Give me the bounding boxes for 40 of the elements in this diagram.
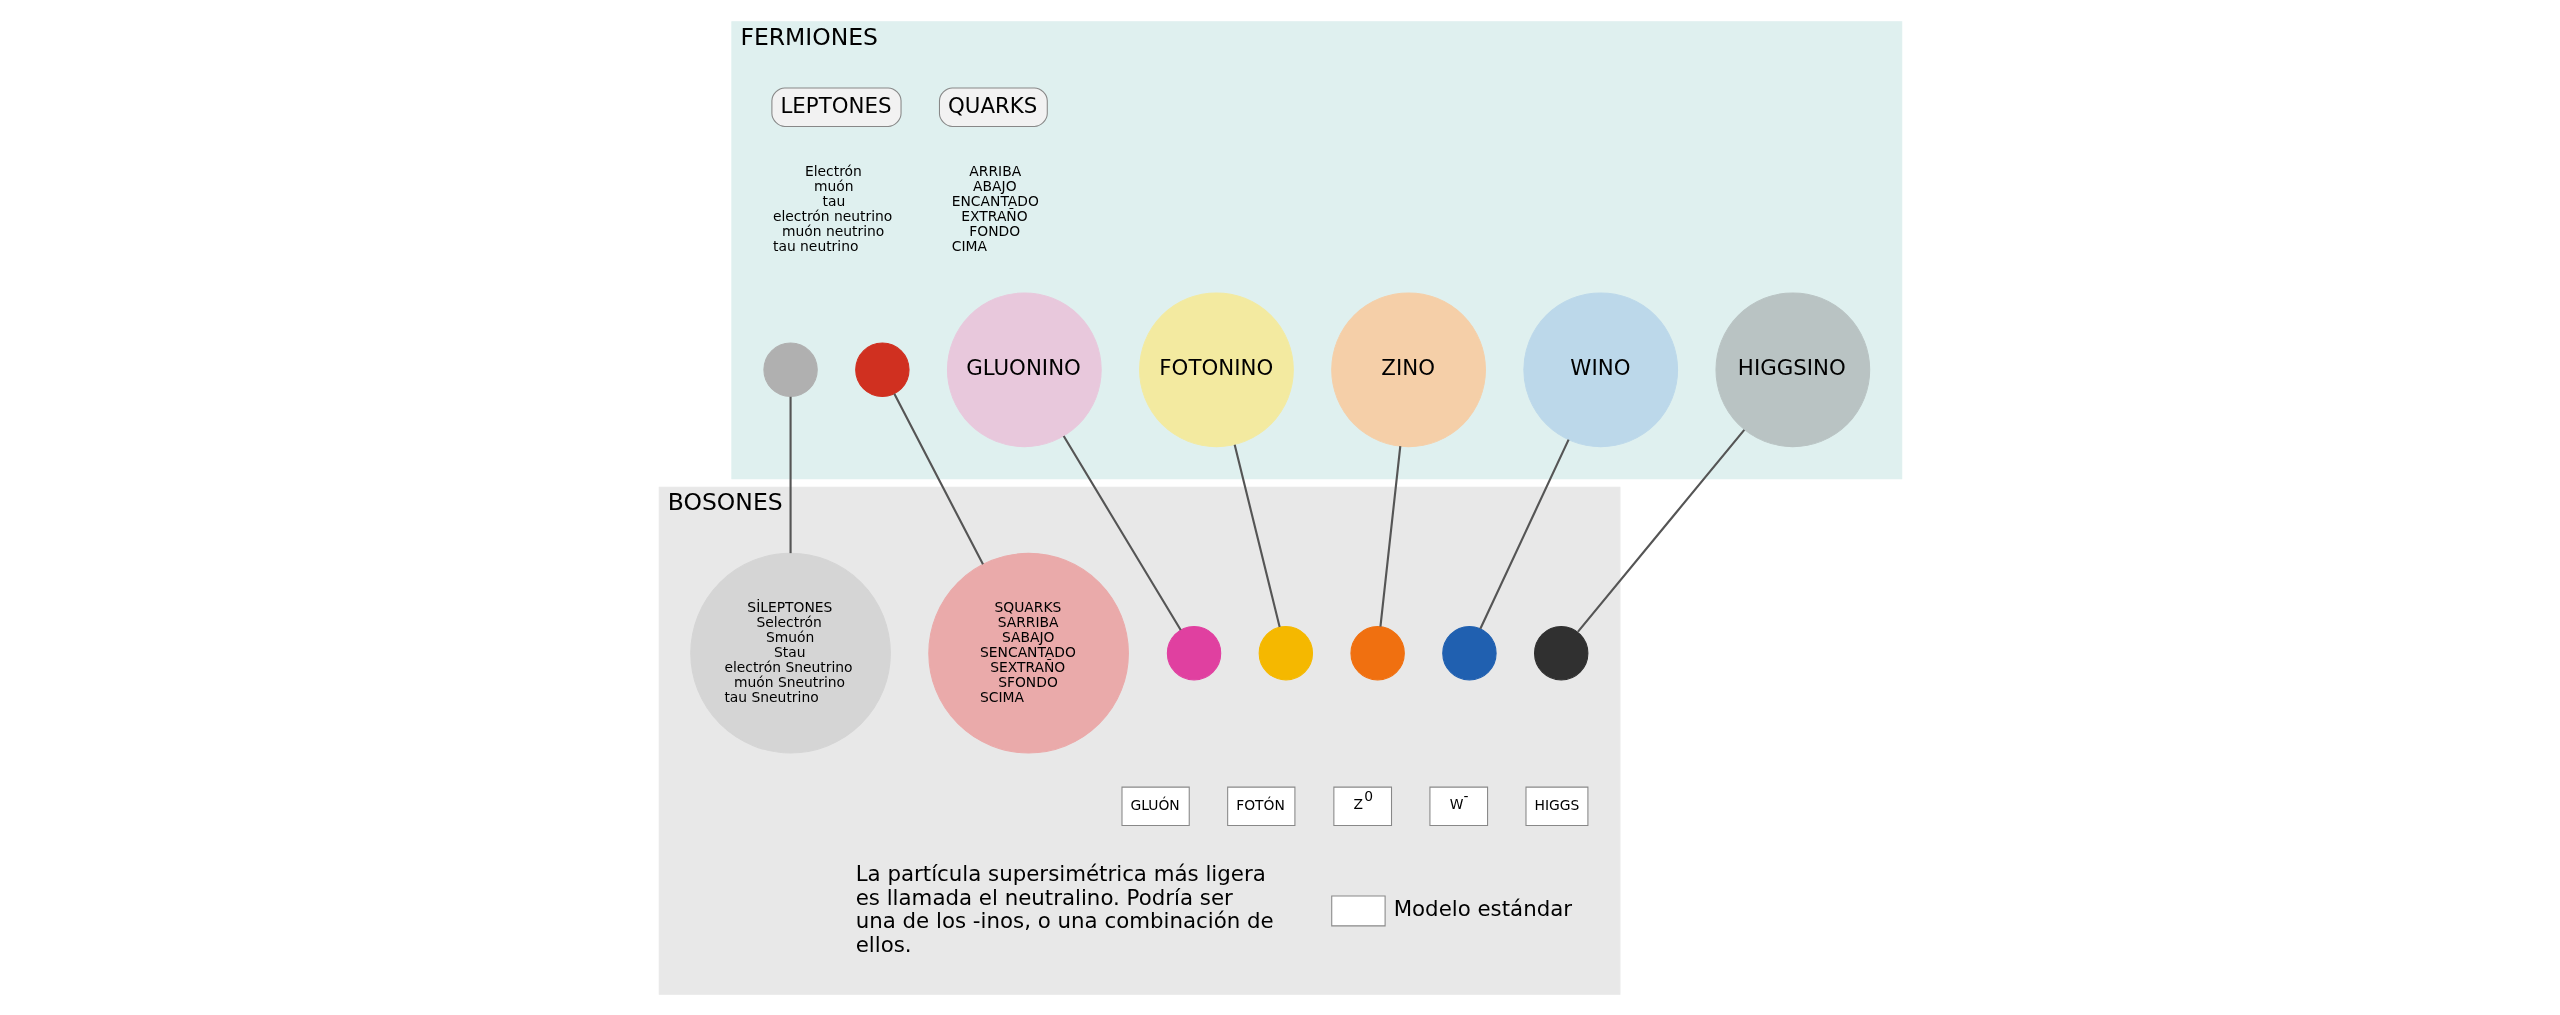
label: electrón neutrino [772,207,892,224]
node-circle: FOTONINO [1138,291,1294,447]
node-circle [1258,625,1313,680]
label: CIMA [951,237,987,254]
connector [789,396,792,553]
label: La partícula supersimétrica más ligera es llamada el neutralino. Podría ser una de los -inos, o una combinación de ellos. [855,860,1274,956]
connector [1478,438,1570,629]
label: muón neutrino [781,222,884,239]
label: muón [813,177,854,194]
node-circle: GLUONINO [946,291,1102,447]
node-circle [1349,625,1405,680]
label: ABAJO [972,177,1017,194]
node-circle: SİLEPTONES Selectrón Smuón Stau electrón Sneutrino muón Sneutrino tau Sneutrino [689,552,891,753]
label: ARRIBA [968,162,1021,179]
node-circle [1441,625,1497,680]
node-box: HIGGS [1524,786,1588,826]
node-circle: WINO [1522,291,1678,447]
node-box: FOTÓN [1226,786,1295,826]
node-circle: ZINO [1330,291,1486,447]
connector [1233,444,1281,627]
label: tau neutrino [772,237,858,254]
node-circle [854,342,910,397]
node-circle [762,342,818,397]
node-circle: HIGGSINO [1714,291,1870,447]
label: EXTRAÑO [960,207,1028,224]
node-box: QUARKS [938,86,1048,127]
label: FONDO [968,222,1020,239]
node-circle: SQUARKS SARRIBA SABAJO SENCANTADO SEXTRAÑO SFONDO SCIMA [927,552,1129,753]
node-circle [1166,625,1221,680]
connector [1378,445,1401,627]
label: Electrón [804,162,862,179]
connector [892,392,984,565]
connector [1576,428,1745,633]
node-box: LEPTONES [770,86,902,127]
connector [1062,435,1182,631]
legend-label: Modelo estándar [1393,895,1572,921]
label: tau [822,192,845,209]
node-circle [1533,625,1588,680]
node-box: GLUÓN [1120,786,1190,826]
label: ENCANTADO [951,192,1039,209]
